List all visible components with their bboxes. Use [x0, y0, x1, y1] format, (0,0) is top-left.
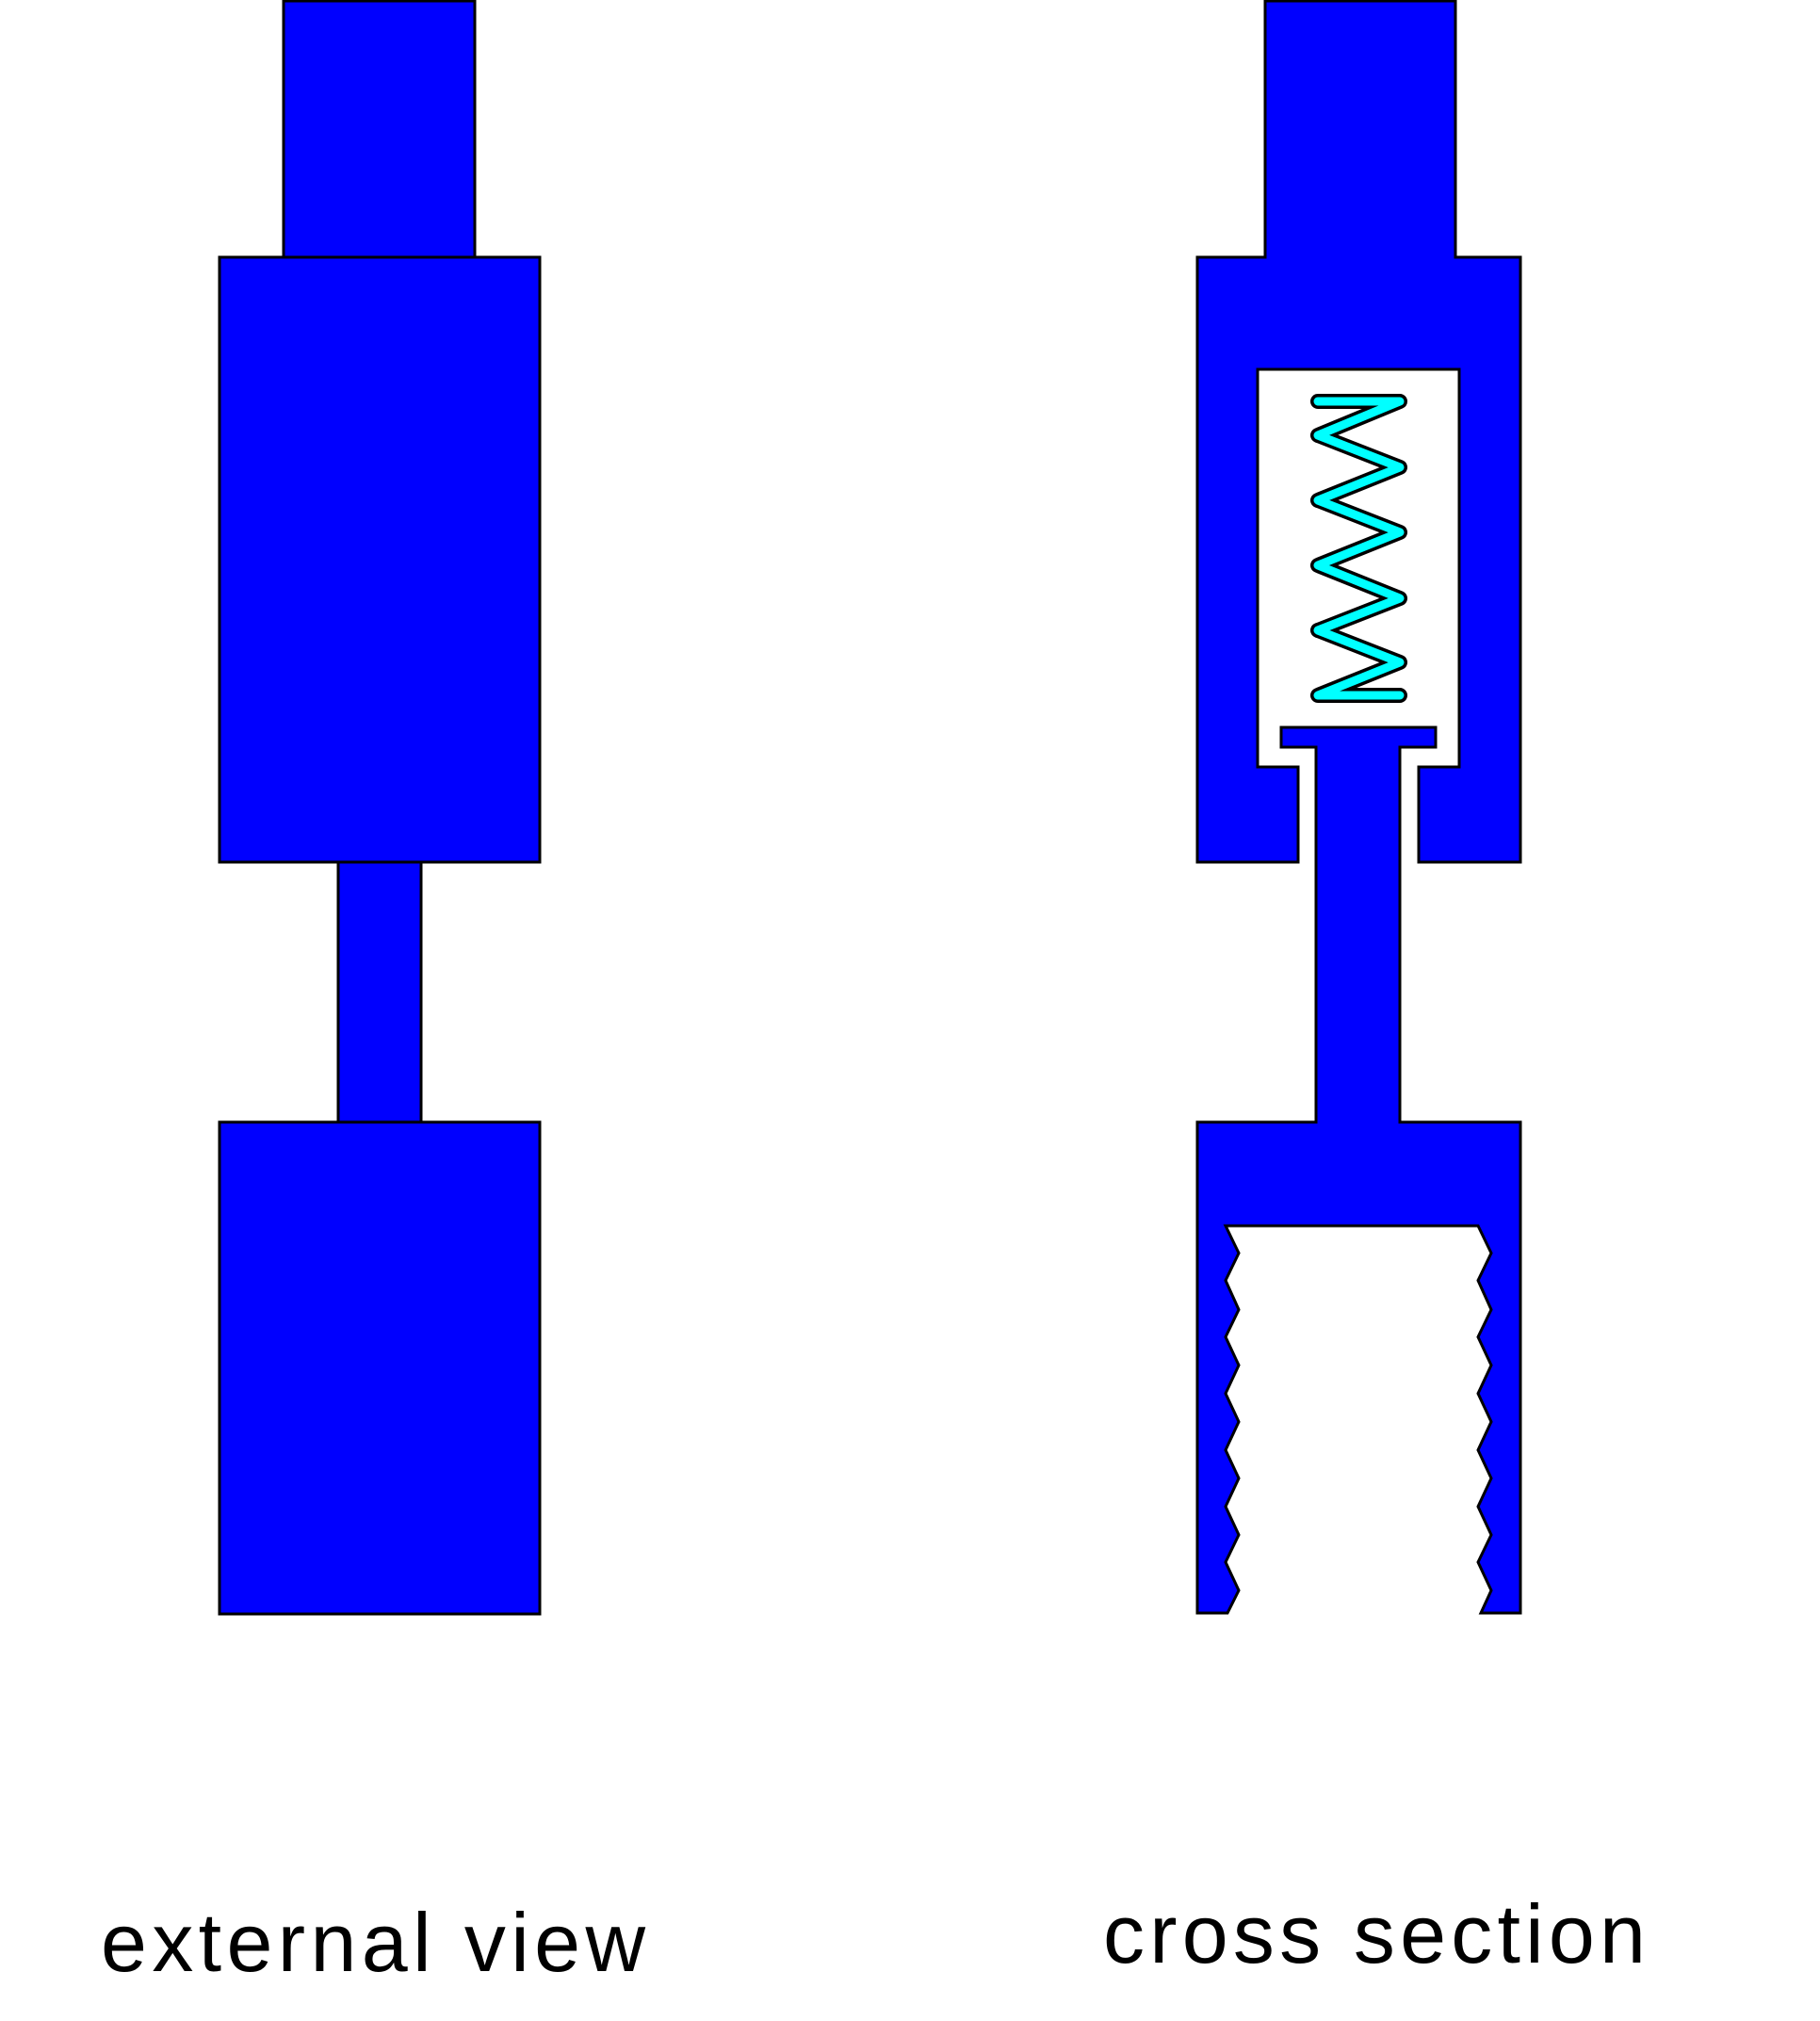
external-upper-body: [218, 255, 542, 864]
label-external-view: external view: [101, 1896, 645, 1989]
spring-coil: [1313, 397, 1405, 700]
cross-section-upper-housing: [1195, 0, 1522, 864]
external-view: [218, 0, 542, 1616]
label-cross-section: cross section: [1103, 1887, 1646, 1980]
external-neck: [336, 860, 423, 1124]
cross-section-piston-and-threaded-socket: [1195, 725, 1522, 1615]
cross-section-view: [1195, 0, 1522, 1615]
external-top-cap: [282, 0, 477, 259]
external-lower-body: [218, 1120, 542, 1616]
spring: [1310, 394, 1407, 703]
